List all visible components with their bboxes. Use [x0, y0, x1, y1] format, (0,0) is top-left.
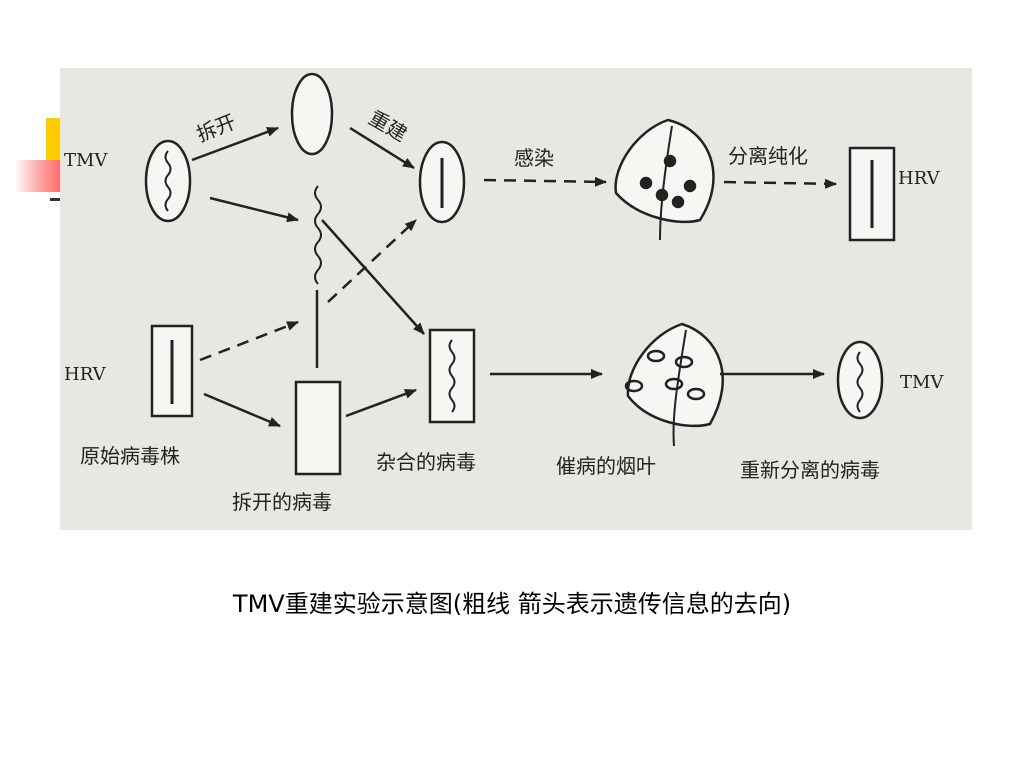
decor-dash — [50, 198, 60, 201]
label-original-strain: 原始病毒株 — [80, 444, 180, 468]
arrow-hrv-rna-to-top — [327, 219, 417, 303]
arrow-coat-to-hybrid — [345, 388, 417, 418]
tmv-protein-coat — [290, 72, 334, 156]
reisolated-tmv-virion — [836, 340, 884, 420]
tmv-original-virion — [144, 139, 192, 223]
label-tmv-right: TMV — [900, 372, 944, 393]
label-reisolated-virus: 重新分离的病毒 — [740, 458, 880, 482]
label-separated-virus: 拆开的病毒 — [232, 490, 332, 514]
arrow-infect — [483, 176, 607, 187]
arrow-rebuild — [349, 126, 415, 170]
decor-red-block — [14, 160, 62, 192]
label-tmv-left: TMV — [64, 150, 108, 171]
arrow-separate — [191, 126, 279, 162]
arrow-tmv-rna-to-hybrid — [321, 219, 425, 335]
label-hybrid-virus: 杂合的病毒 — [376, 450, 476, 474]
figure-caption: TMV重建实验示意图(粗线 箭头表示遗传信息的去向) — [232, 590, 792, 618]
arrow-tmv-to-rna — [209, 196, 299, 223]
label-hrv-left: HRV — [64, 364, 106, 385]
diagram-drawing — [144, 72, 896, 476]
hrv-protein-coat — [294, 380, 342, 476]
tmv-reconstitution-figure: TMV HRV 拆开 重建 感染 分离纯化 HRV TMV 原始病毒株 拆开的病… — [60, 68, 972, 530]
label-infected-leaf: 催病的烟叶 — [556, 454, 656, 478]
label-hrv-right: HRV — [898, 168, 940, 189]
decor-yellow-bar — [46, 118, 62, 162]
label-purify: 分离纯化 — [728, 144, 808, 168]
label-infect: 感染 — [514, 146, 554, 170]
arrow-hrv-to-rna — [199, 320, 299, 362]
arrow-hrv-to-coat — [203, 392, 281, 428]
tmv-rna-free — [314, 185, 322, 285]
arrow-purify — [723, 178, 837, 189]
tmv-rna-wavy — [164, 150, 172, 212]
